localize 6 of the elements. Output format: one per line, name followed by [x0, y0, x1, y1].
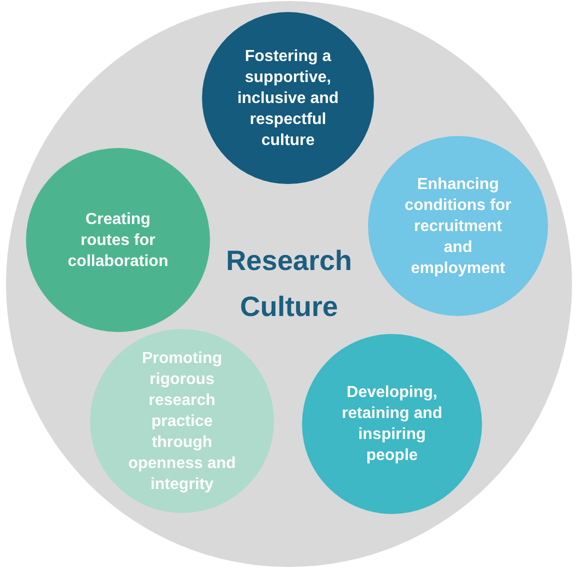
theme-label: Fostering a supportive, inclusive and respectful culture [236, 46, 340, 150]
theme-label: Creating routes for collaboration [66, 210, 170, 272]
center-title: Research Culture [224, 244, 354, 324]
theme-label: Developing, retaining and inspiring people [340, 383, 444, 466]
theme-label: Promoting rigorous research practice through openness and integrity [127, 348, 237, 494]
theme-label: Enhancing conditions for recruitment and employment [404, 174, 512, 278]
